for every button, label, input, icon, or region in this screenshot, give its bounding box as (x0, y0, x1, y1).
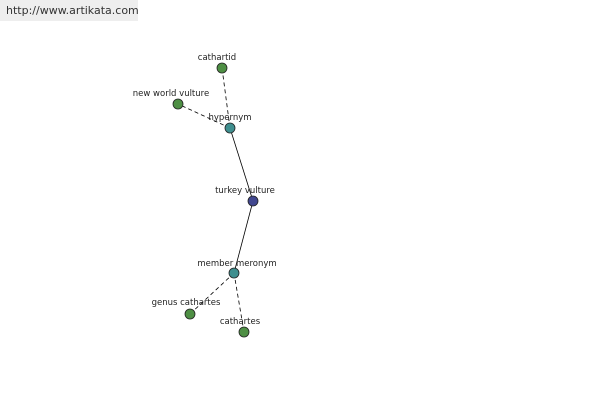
label-cathartes: cathartes (220, 317, 261, 327)
edge-center-hypernym (229, 127, 254, 202)
node-cathartid[interactable] (216, 62, 228, 74)
label-cathartid: cathartid (198, 53, 236, 63)
label-turkey-vulture: turkey vulture (215, 186, 275, 196)
node-member-meronym[interactable] (228, 267, 240, 279)
label-hypernym: hypernym (208, 113, 251, 123)
edge-hypernym-cathartid (221, 67, 231, 129)
node-genus-cathartes[interactable] (184, 308, 196, 320)
node-cathartes[interactable] (238, 326, 250, 338)
node-hypernym[interactable] (224, 122, 236, 134)
site-link[interactable]: http://www.artikata.com (0, 0, 139, 21)
node-new-world-vulture[interactable] (172, 98, 184, 110)
edge-center-member-meronym (233, 200, 254, 274)
edge-meronym-cathartes (233, 272, 245, 333)
label-genus-cathartes: genus cathartes (152, 298, 221, 308)
label-new-world-vulture: new world vulture (133, 89, 209, 99)
node-turkey-vulture[interactable] (247, 195, 259, 207)
label-member-meronym: member meronym (197, 259, 276, 269)
edge-hypernym-new-world-vulture (177, 103, 231, 129)
edge-meronym-genus-cathartes (189, 272, 235, 315)
